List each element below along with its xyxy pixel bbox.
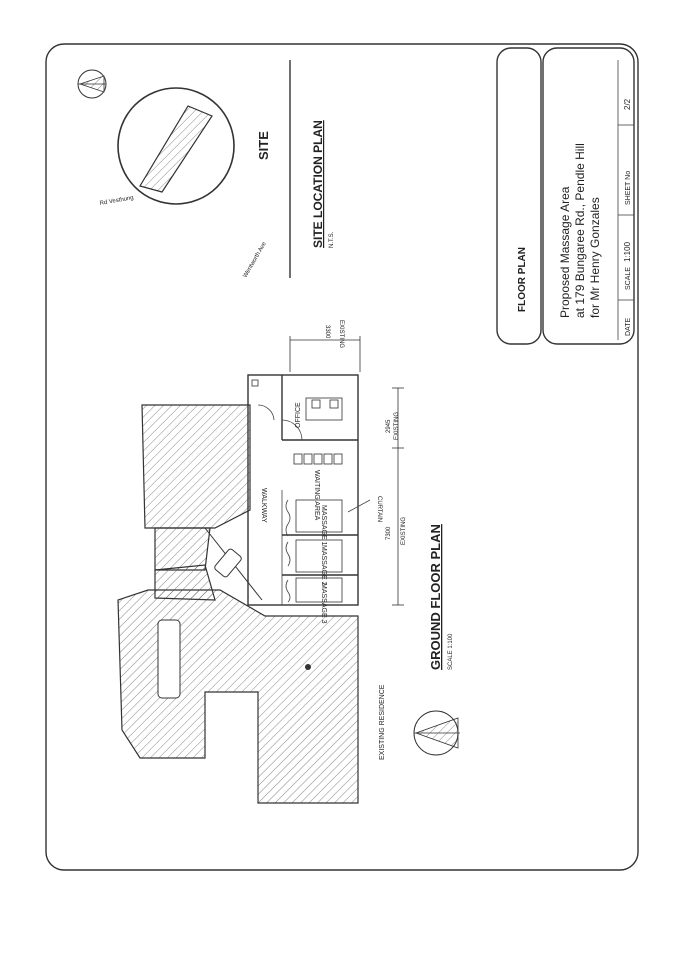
street-name-1: Wentworth Ave [243, 241, 269, 279]
dim-top-value: 3300 [324, 325, 330, 339]
stair-element [214, 548, 242, 578]
dim-mid-label: EXISTING [394, 412, 400, 440]
date-label: DATE [625, 318, 632, 336]
site-parcel [139, 105, 213, 193]
room-label-office: OFFICE [295, 402, 302, 428]
existing-marker [305, 664, 311, 670]
sheet-value: 2/2 [623, 98, 632, 110]
curtain-1 [285, 499, 291, 537]
site-location-circle [117, 87, 235, 205]
room-label-massage-3: MASSAGE 3 [320, 583, 327, 624]
office-desk [305, 397, 343, 421]
massage-bed-1 [295, 499, 343, 533]
dim-bottom-label: EXISTING [401, 517, 407, 545]
project-line-3: for Mr Henry Gonzales [588, 197, 602, 318]
office-chair-icon [311, 399, 321, 409]
existing-rear-wing-2 [154, 527, 211, 571]
fitout-outline [247, 374, 359, 606]
room-label-massage-2: MASSAGE 2 [320, 545, 327, 586]
dim-mid-value: 2945 [386, 419, 392, 433]
room-label-existing-residence: EXISTING RESIDENCE [379, 684, 386, 760]
existing-rear-wing [141, 404, 251, 529]
massage-bed-3 [295, 577, 343, 603]
site-location-plan: Wentworth Ave Rd Vesthung SITE SITE LOCA… [77, 60, 335, 279]
title-block: FLOOR PLAN Proposed Massage Area at 179 … [496, 47, 635, 345]
sheet-border [45, 43, 639, 871]
curtain-leader [347, 499, 371, 513]
floor-plan-scale: SCALE 1:100 [448, 633, 454, 670]
dim-bottom-value: 7300 [386, 526, 392, 540]
office-door-swing [281, 419, 303, 441]
door-swing-icon [251, 379, 259, 387]
walkway-door-swing [257, 404, 275, 421]
massage-bed-2 [295, 539, 343, 573]
north-arrow-icon [413, 710, 460, 756]
existing-feature [157, 619, 181, 699]
site-plan-scale: N.T.S. [329, 231, 335, 248]
floor-plan-title: GROUND FLOOR PLAN [428, 524, 443, 670]
curtain-3 [285, 579, 291, 603]
project-line-2: at 179 Bungaree Rd., Pendle Hill [573, 143, 587, 318]
scale-label: SCALE [625, 267, 632, 290]
drawing-name: FLOOR PLAN [517, 247, 528, 312]
room-label-walkway: WALKWAY [260, 488, 267, 523]
ground-floor-plan: OFFICE WAITING AREA WALKWAY MASSAGE 1 MA… [117, 320, 460, 804]
dimension-top [289, 336, 361, 372]
waiting-chairs [293, 453, 343, 465]
street-name-2: Rd Vesthung [99, 195, 134, 207]
curtain-label: CURTAIN [376, 496, 382, 522]
curtain-2 [285, 541, 291, 567]
room-label-waiting: WAITING AREA [313, 470, 320, 521]
dim-top-label: EXISTING [338, 320, 344, 348]
office-chair-icon [329, 399, 339, 409]
title-block-project-panel [542, 47, 635, 345]
room-label-massage-1: MASSAGE 1 [320, 505, 327, 546]
sheet-label: SHEET No [625, 171, 632, 205]
title-block-name-panel [496, 47, 542, 345]
existing-rear-wing-3 [154, 564, 216, 601]
scale-value: 1:100 [623, 241, 632, 262]
dimension-side [392, 387, 404, 606]
site-plan-title: SITE LOCATION PLAN [311, 120, 325, 248]
north-arrow-icon [77, 69, 107, 99]
project-line-1: Proposed Massage Area [558, 186, 572, 318]
site-label: SITE [256, 131, 271, 160]
